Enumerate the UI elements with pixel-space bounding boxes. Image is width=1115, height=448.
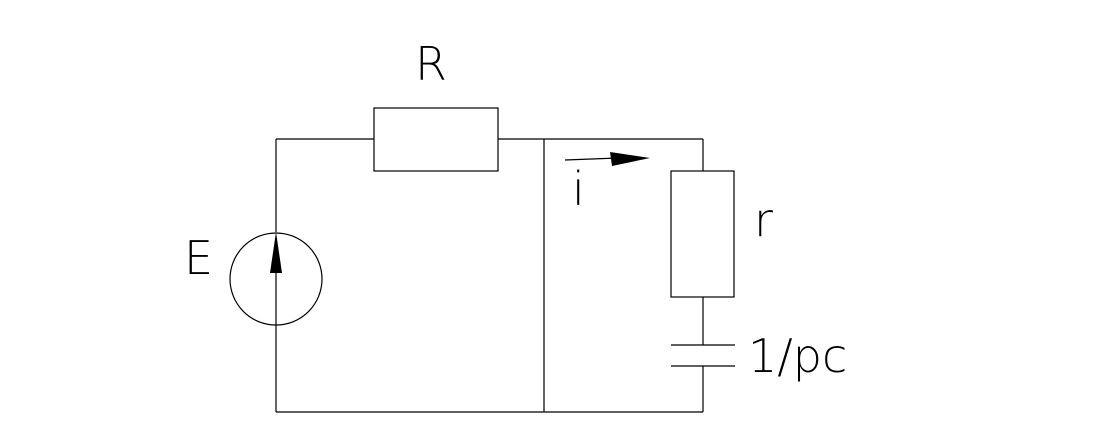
current-arrow-shaft — [564, 157, 619, 161]
resistor-r-label: r — [754, 193, 773, 247]
voltage-source-arrow-icon — [270, 232, 282, 273]
wires — [275, 138, 704, 413]
voltage-source — [229, 232, 323, 326]
capacitor-label: 1/pc — [748, 329, 847, 383]
resistor-R — [373, 107, 499, 172]
current-arrow — [564, 152, 650, 166]
capacitor — [671, 344, 735, 367]
current-label: i — [572, 162, 585, 216]
resistor-r — [670, 170, 735, 298]
resistor-R-label: R — [415, 37, 447, 91]
voltage-source-label: E — [184, 231, 213, 285]
current-arrow-head-icon — [610, 152, 650, 166]
